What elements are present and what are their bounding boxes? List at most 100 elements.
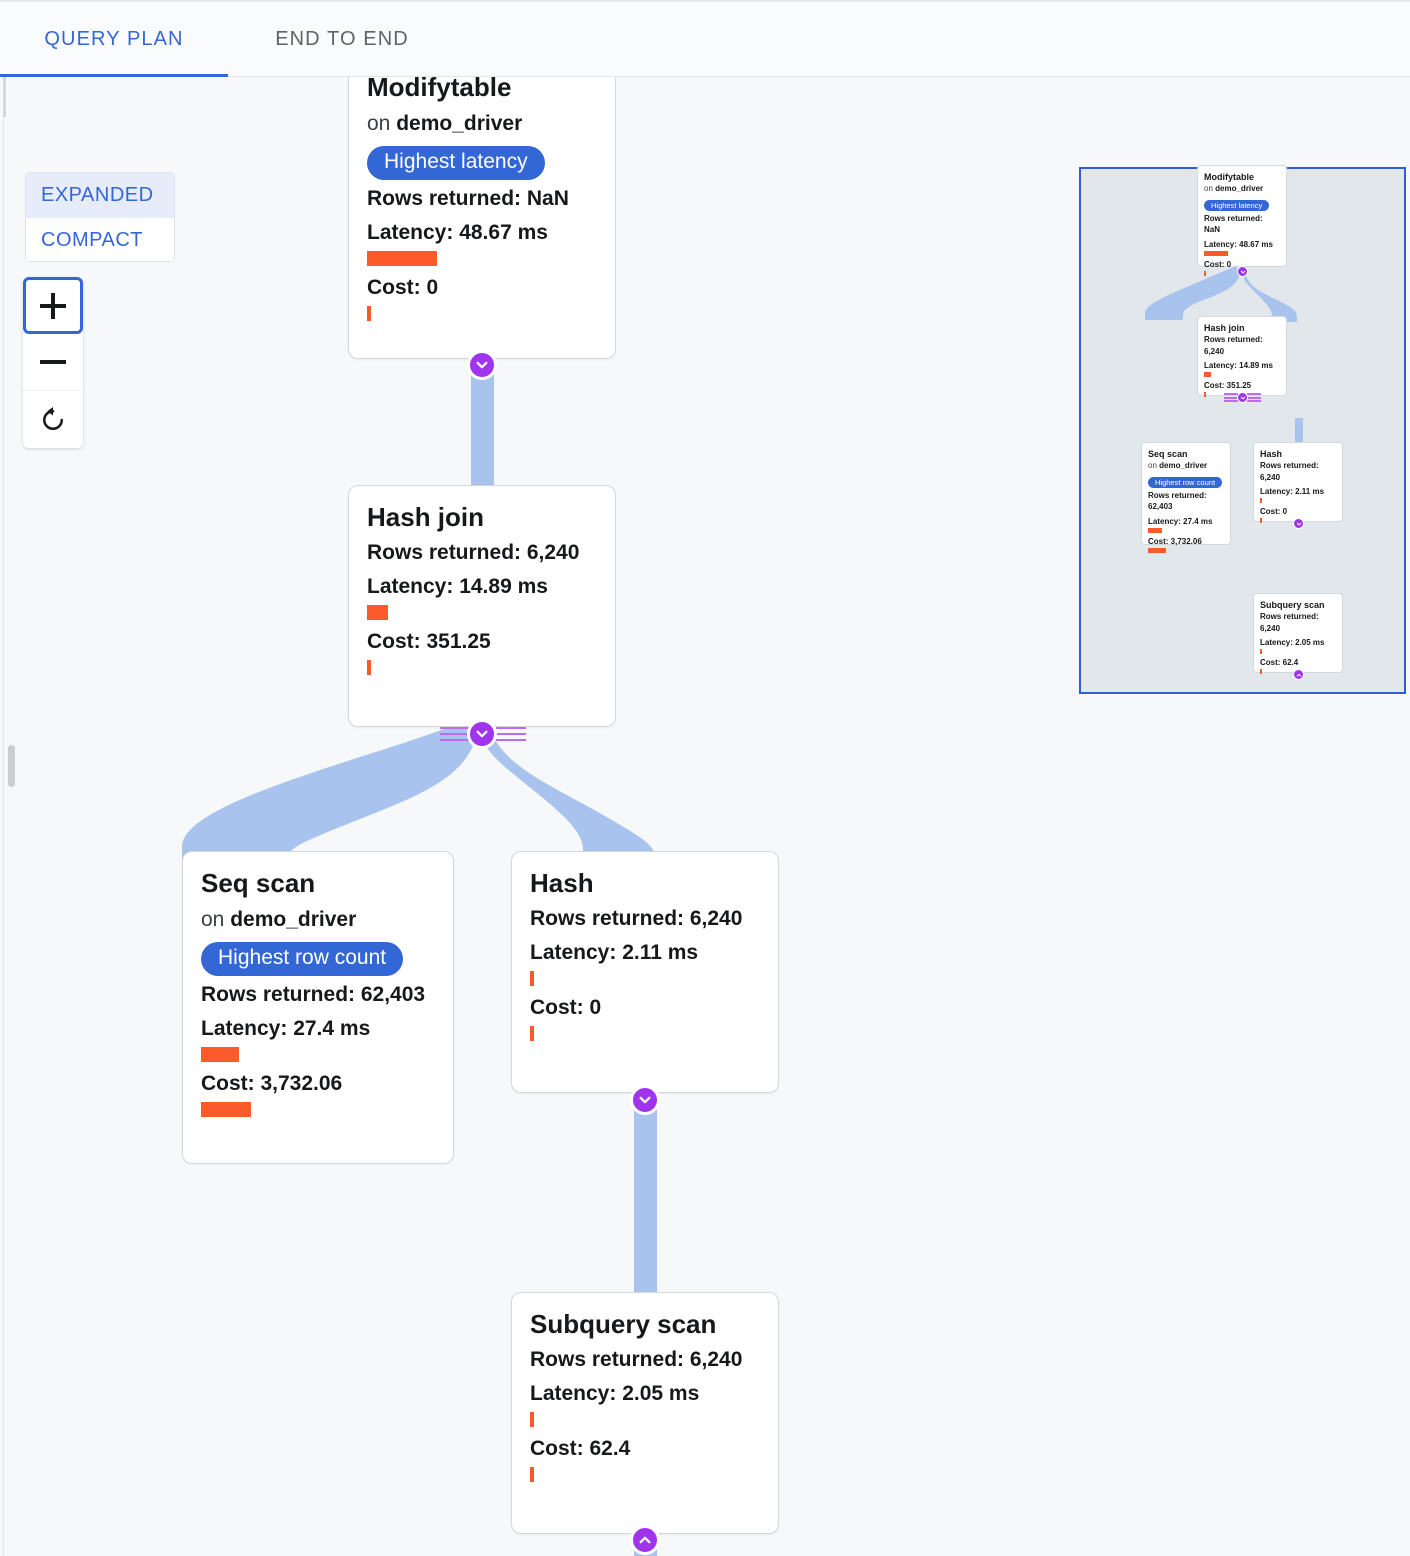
minimap-metric-rows: Rows returned: NaN [1204,213,1263,235]
view-mode-expanded[interactable]: EXPANDED [26,173,174,218]
metric-latency: Latency: 27.4 ms [201,1017,371,1041]
minimap-node-relation: on demo_driver [1204,183,1280,195]
minimap-node-seq-scan[interactable]: Seq scan on demo_driver Highest row coun… [1141,442,1231,553]
tab-query-plan[interactable]: QUERY PLAN [44,27,184,50]
minimap-relation-table: demo_driver [1215,184,1264,194]
tab-bar: QUERY PLAN END TO END [0,0,1410,78]
minimap-multi-child-left [1224,392,1238,403]
minimap-expand-toggle-subquery-scan[interactable] [1293,669,1304,680]
node-hash[interactable]: Hash Rows returned: 6,240 Latency: 2.11 … [511,851,779,1093]
metric-latency: Latency: 2.05 ms [530,1381,700,1405]
minimap-relation-prefix: on [1148,461,1157,471]
node-title: Hash [530,868,594,898]
active-tab-indicator [0,74,228,78]
metric-rows-returned: Rows returned: 6,240 [367,540,580,564]
collapse-toggle-hash[interactable] [630,1085,660,1115]
minimap-latency-bar [1204,372,1211,378]
cost-bar [367,659,371,675]
plus-icon [40,292,66,319]
view-mode-toggle[interactable]: EXPANDED COMPACT [25,172,175,262]
metric-rows-returned: Rows returned: NaN [367,187,569,211]
node-subquery-scan[interactable]: Subquery scan Rows returned: 6,240 Laten… [511,1292,779,1534]
minimap-relation-prefix: on [1204,184,1213,194]
cost-bar [530,1466,534,1482]
chevron-up-icon [639,1536,651,1544]
cost-bar [530,1025,534,1041]
metric-rows-returned: Rows returned: 62,403 [201,983,426,1007]
zoom-out-button[interactable] [23,334,83,391]
minimap-cost-bar [1204,392,1206,398]
minimap-node-hash-join[interactable]: Hash join Rows returned: 6,240 Latency: … [1197,316,1287,398]
minimap-latency-bar [1148,527,1162,533]
query-plan-canvas[interactable]: Modifytable on demo_driver Highest laten… [0,77,1410,1556]
node-relation: on demo_driver [367,108,597,140]
zoom-controls[interactable] [23,277,83,448]
minimap-metric-rows: Rows returned: 6,240 [1204,335,1263,356]
node-title: Modifytable [367,77,512,102]
minimap-metric-cost: Cost: 62.4 [1260,658,1299,668]
minimap-cost-bar [1204,270,1206,276]
graph-edges [182,360,657,1556]
node-hash-join[interactable]: Hash join Rows returned: 6,240 Latency: … [348,485,616,727]
node-title: Subquery scan [530,1309,717,1339]
node-seq-scan[interactable]: Seq scan on demo_driver Highest row coun… [182,851,454,1164]
left-divider [3,77,6,1556]
node-relation-table: demo_driver [396,111,523,135]
cost-bar [367,306,371,322]
minimap-collapse-toggle-hash[interactable] [1293,518,1304,529]
node-relation-prefix: on [367,111,391,135]
latency-bar [367,604,388,620]
minimap-node-hash[interactable]: Hash Rows returned: 6,240 Latency: 2.11 … [1253,442,1343,524]
minimap-collapse-toggle-modifytable[interactable] [1237,266,1248,277]
minimap-node-title: Seq scan [1148,449,1188,459]
minus-icon [40,360,66,364]
minimap-node-title: Hash join [1204,323,1245,333]
reset-view-button[interactable] [23,391,83,448]
metric-cost: Cost: 0 [367,276,439,300]
minimap-cost-bar [1260,518,1262,524]
chevron-down-icon [1240,270,1245,273]
reset-rotate-icon [43,406,63,430]
metric-cost: Cost: 0 [530,995,602,1019]
metric-latency: Latency: 2.11 ms [530,940,699,964]
metric-latency: Latency: 48.67 ms [367,221,548,245]
chevron-down-icon [1240,396,1245,399]
minimap-metric-latency: Latency: 14.89 ms [1204,361,1273,371]
cost-bar [201,1102,251,1118]
latency-bar [530,970,534,986]
minimap-metric-rows: Rows returned: 6,240 [1260,461,1319,482]
minimap-node-title: Subquery scan [1260,600,1325,610]
minimap-metric-cost: Cost: 0 [1204,259,1232,269]
minimap-latency-bar [1260,498,1262,504]
collapse-toggle-modifytable[interactable] [467,350,497,380]
chevron-down-icon [476,361,488,369]
node-modifytable[interactable]: Modifytable on demo_driver Highest laten… [348,77,616,359]
minimap-metric-cost: Cost: 0 [1260,507,1288,517]
node-relation-prefix: on [201,907,225,931]
chevron-down-icon [476,730,488,738]
metric-cost: Cost: 351.25 [367,629,491,653]
metric-rows-returned: Rows returned: 6,240 [530,1347,743,1371]
minimap-relation-table: demo_driver [1159,461,1208,471]
latency-bar [530,1411,534,1427]
zoom-in-button[interactable] [23,277,83,334]
node-title: Seq scan [201,868,316,898]
minimap-cost-bar [1260,669,1262,675]
panel-resize-handle[interactable] [8,745,15,787]
chevron-up-icon [1296,673,1301,676]
view-mode-compact[interactable]: COMPACT [41,229,144,251]
tab-end-to-end[interactable]: END TO END [275,27,409,50]
minimap-node-modifytable[interactable]: Modifytable on demo_driver Highest laten… [1197,165,1287,276]
chevron-down-icon [1296,522,1301,525]
minimap-metric-rows: Rows returned: 6,240 [1260,612,1319,633]
multi-child-marker-right [496,719,526,749]
minimap-collapse-toggle-hash-join[interactable] [1237,392,1248,403]
minimap-node-relation: on demo_driver [1148,460,1224,472]
minimap-node-title: Hash [1260,449,1283,459]
divider-grip-top [3,77,6,117]
latency-bar [201,1047,239,1063]
minimap-node-title: Modifytable [1204,172,1255,182]
expand-toggle-subquery-scan[interactable] [630,1525,660,1555]
collapse-toggle-hash-join[interactable] [467,719,497,749]
minimap-node-subquery-scan[interactable]: Subquery scan Rows returned: 6,240 Laten… [1253,593,1343,675]
